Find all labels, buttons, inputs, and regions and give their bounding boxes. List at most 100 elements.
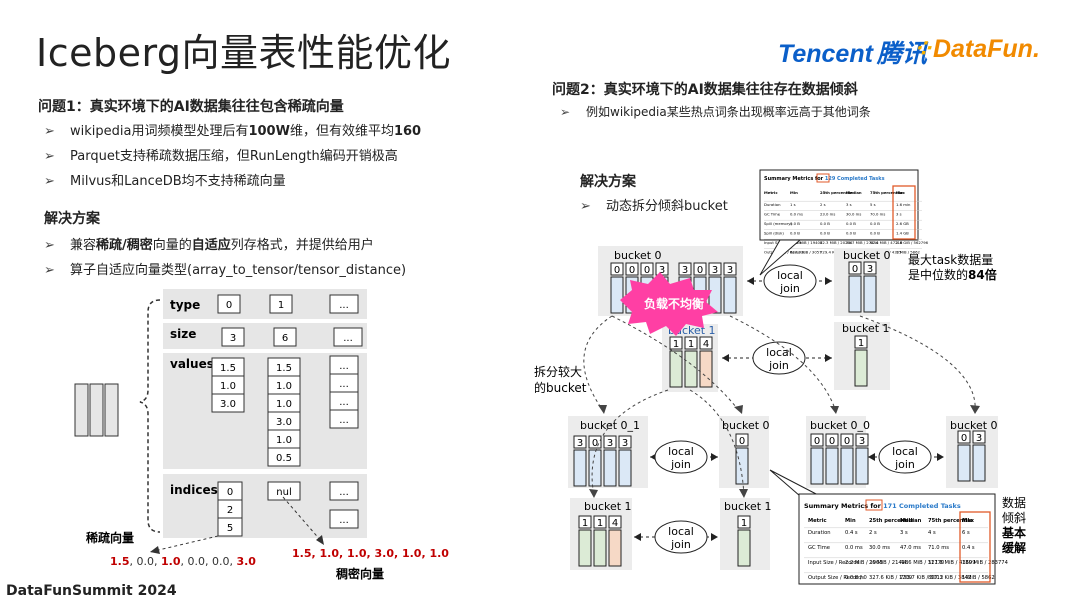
metrics-title: Summary Metrics for 171 Completed Tasks bbox=[804, 502, 961, 510]
metrics-header: Median bbox=[900, 518, 922, 524]
dense-vector-values: 1.5, 1.0, 1.0, 3.0, 1.0, 1.0 bbox=[292, 547, 449, 560]
problem1-title: 问题1：真实环境下的AI数据集往往包含稀疏向量 bbox=[38, 99, 344, 115]
metrics-cell: 30.0 ms bbox=[846, 212, 861, 217]
bucket-cell: 0 bbox=[848, 261, 862, 313]
metrics-cell: 0.4 s bbox=[845, 530, 858, 536]
svg-text:...: ... bbox=[339, 415, 349, 426]
metrics-table-top bbox=[759, 169, 919, 241]
metrics-header: Metric bbox=[764, 190, 778, 195]
bucket-1-lower-label: bucket 1 bbox=[584, 500, 632, 513]
bucket-0-right-label: bucket 0 bbox=[843, 249, 891, 262]
size-cell: 6 bbox=[273, 327, 297, 347]
solution1-bullet-2: ➢算子自适应向量类型(array_to_tensor/tensor_distan… bbox=[44, 263, 407, 278]
metrics-cell: 47.0 ms bbox=[900, 545, 921, 551]
metrics-cell: Spill (memory) bbox=[764, 221, 793, 226]
bucket-0-0-label: bucket 0_0 bbox=[810, 419, 870, 432]
metrics-cell: 10.8 MiB / 19406 bbox=[790, 240, 823, 245]
svg-text:nul: nul bbox=[276, 487, 291, 498]
svg-text:1: 1 bbox=[582, 518, 588, 529]
result-note-line3: 基本 bbox=[1001, 525, 1026, 540]
metrics-cell: 327.6 KiB / 1209 bbox=[869, 575, 912, 581]
svg-text:local: local bbox=[766, 346, 792, 359]
sparse-vector-label: 稀疏向量 bbox=[86, 530, 134, 545]
metrics-cell: 2 s bbox=[820, 202, 826, 207]
row-label-type: type bbox=[170, 298, 200, 312]
metrics-cell: 130 MiB / 283774 bbox=[962, 560, 1009, 566]
svg-text:3: 3 bbox=[867, 264, 873, 275]
metrics-header: 75th percentile bbox=[928, 518, 973, 524]
max-note-line1: 最大task数据量 bbox=[908, 252, 993, 267]
bucket-cell: 1 bbox=[737, 515, 751, 567]
svg-text:3: 3 bbox=[607, 438, 613, 449]
metrics-cell: 1 MiB / 5862 bbox=[896, 250, 920, 255]
bucket-0-lower-label: bucket 0 bbox=[722, 419, 770, 432]
bucket-cell: 0 bbox=[957, 430, 971, 482]
metrics-cell: 0.4 s bbox=[962, 545, 975, 551]
svg-text:...: ... bbox=[339, 515, 349, 526]
solution1-bullet-1: ➢兼容稀疏/稠密向量的自适应列存格式，并提供给用户 bbox=[44, 238, 374, 253]
bucket-cell: 3 bbox=[855, 433, 869, 485]
svg-text:join: join bbox=[670, 458, 691, 471]
svg-text:...: ... bbox=[339, 379, 349, 390]
metrics-cell: 0.0 B bbox=[870, 231, 880, 236]
metrics-cell: 0.0 ms bbox=[845, 545, 863, 551]
type-cell: 0 bbox=[217, 294, 241, 314]
metrics-header: 25th percentile bbox=[869, 518, 914, 524]
svg-text:1: 1 bbox=[597, 518, 603, 529]
bucket-cell: 0 bbox=[735, 433, 749, 485]
result-note-line2: 倾斜 bbox=[1002, 511, 1026, 525]
svg-text:1: 1 bbox=[278, 300, 284, 311]
bucket-cell: 3 bbox=[863, 261, 877, 313]
metrics-cell: GC Time bbox=[764, 212, 781, 217]
metrics-cell: Duration bbox=[808, 530, 831, 536]
svg-text:1: 1 bbox=[688, 339, 694, 350]
svg-text:0: 0 bbox=[844, 436, 850, 447]
metrics-cell: 624.3 KiB / 3057 bbox=[790, 250, 822, 255]
bucket-0-label: bucket 0 bbox=[614, 249, 662, 262]
svg-text:3: 3 bbox=[659, 265, 665, 276]
svg-text:0: 0 bbox=[227, 487, 233, 498]
bucket-cell: 1 bbox=[669, 336, 683, 388]
index-cell: ... bbox=[329, 509, 359, 529]
svg-text:...: ... bbox=[339, 487, 349, 498]
metrics-cell: Duration bbox=[764, 202, 781, 207]
svg-text:3: 3 bbox=[727, 265, 733, 276]
metrics-cell: Spill (disk) bbox=[764, 231, 784, 236]
svg-text:join: join bbox=[768, 359, 789, 372]
bucket-cell: 3 bbox=[723, 262, 737, 314]
metrics-header: 25th percentile bbox=[820, 190, 853, 195]
metrics-cell: 62.4 MiB / 47216 bbox=[870, 240, 903, 245]
bucket-cell: 0 bbox=[810, 433, 824, 485]
svg-text:3: 3 bbox=[622, 438, 628, 449]
bucket-cell: 3 bbox=[573, 435, 587, 487]
split-note-line2: 的bucket bbox=[534, 380, 587, 395]
svg-text:3: 3 bbox=[230, 333, 236, 344]
metrics-cell: 23.0 ms bbox=[820, 212, 835, 217]
metrics-header: Max bbox=[896, 190, 905, 195]
index-cell: 0 bbox=[217, 481, 243, 501]
metrics-header: Max bbox=[962, 518, 975, 524]
problem2-bullet: ➢例如wikipedia某些热点词条出现概率远高于其他词条 bbox=[560, 105, 871, 119]
svg-text:5: 5 bbox=[227, 523, 233, 534]
metrics-cell: 3 s bbox=[846, 202, 852, 207]
svg-text:join: join bbox=[670, 538, 691, 551]
load-imbalance-label: 负载不均衡 bbox=[644, 296, 704, 311]
metrics-cell: 71.0 ms bbox=[928, 545, 949, 551]
metrics-cell: 2.6 GB bbox=[896, 221, 909, 226]
metrics-cell: 2.8 GiB / 562796 bbox=[896, 240, 929, 245]
bucket-cell: 3 bbox=[708, 262, 722, 314]
metrics-header: Metric bbox=[808, 518, 827, 524]
metrics-cell: 4 s bbox=[928, 530, 936, 536]
svg-text:3.0: 3.0 bbox=[276, 417, 292, 428]
metrics-cell: 2 s bbox=[869, 530, 877, 536]
svg-text:3: 3 bbox=[859, 436, 865, 447]
bucket-cell: 4 bbox=[608, 515, 622, 567]
svg-text:0.5: 0.5 bbox=[276, 453, 292, 464]
row-label-values: values bbox=[170, 357, 214, 371]
value-cell: ... bbox=[329, 409, 359, 429]
svg-text:0: 0 bbox=[629, 265, 635, 276]
